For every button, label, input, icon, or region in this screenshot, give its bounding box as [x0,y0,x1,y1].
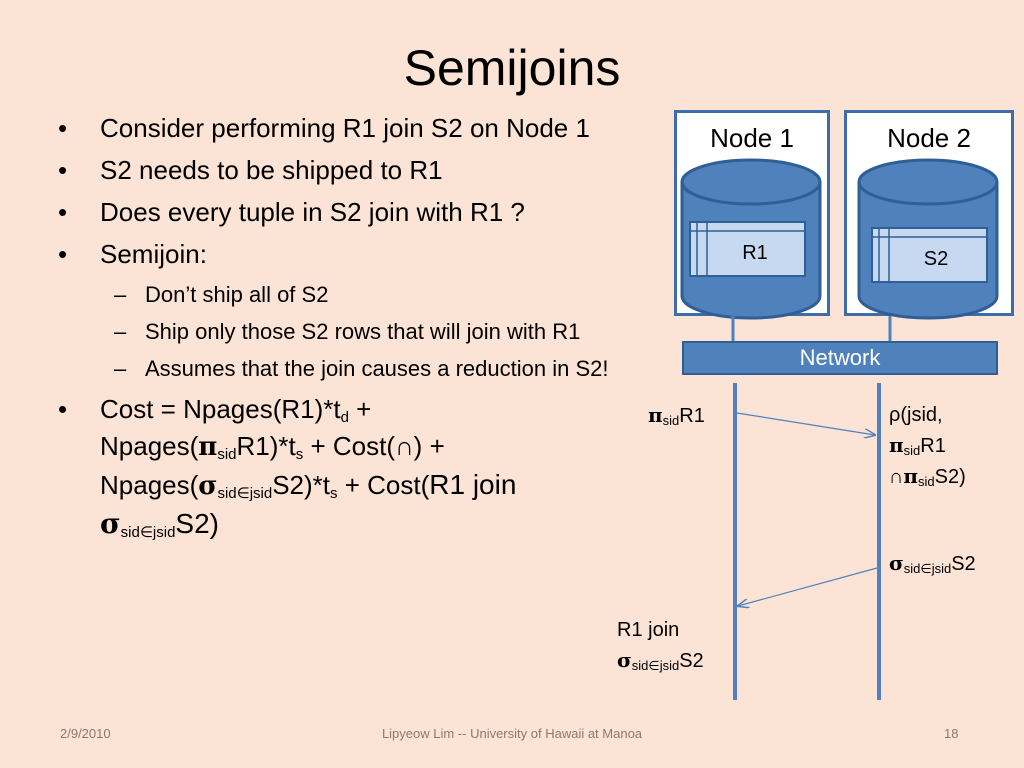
slide-title: Semijoins [403,40,621,96]
bullet-item: •Semijoin: [58,239,207,269]
bullet-item: •Consider performing R1 join S2 on Node … [58,113,590,143]
bullet-dot-icon: • [58,113,68,143]
dash-icon: – [114,282,127,307]
dash-icon: – [114,356,127,381]
footer-date: 2/9/2010 [60,726,111,741]
cost-line-4: σsid∈jsidS2) [100,507,219,541]
dash-icon: – [114,319,127,344]
node-1-label: Node 1 [710,123,794,153]
network-bar: Network [682,341,998,375]
table-s2-label: S2 [923,248,949,270]
cost-line-1: Cost = Npages(R1)*td + [100,394,372,426]
bullet-dot-icon: • [58,197,68,227]
footer-page-number: 18 [944,726,959,741]
arrow-to-node-1 [738,567,878,606]
sub-bullet-item: –Don’t ship all of S2 [58,280,633,310]
arrow-to-node-2 [736,412,875,435]
footer-author: Lipyeow Lim -- University of Hawaii at M… [381,726,643,741]
bullet-item: •Does every tuple in S2 join with R1 ? [58,197,525,227]
table-s2-icon [871,227,988,283]
message-projection: πsidR1 [648,403,705,428]
bullet-dot-icon: • [58,394,68,424]
cost-line-3: Npages(σsid∈jsidS2)*ts + Cost(R1 join [100,469,517,502]
message-selection: σsid∈jsidS2 [889,551,976,576]
node-2-label: Node 2 [887,123,971,153]
message-rename-intersect: ρ(jsid, πsidR1 ∩πsidS2) [889,404,966,489]
sub-bullet-item: –Ship only those S2 rows that will join … [58,317,633,347]
bullet-list: •Consider performing R1 join S2 on Node … [58,112,633,553]
bullet-dot-icon: • [58,239,68,269]
cost-formula: • Cost = Npages(R1)*td + Npages(πsidR1)*… [58,391,633,543]
table-r1-label: R1 [742,242,768,264]
table-r1-icon [689,221,806,277]
cost-line-2: Npages(πsidR1)*ts + Cost(∩) + [100,431,445,463]
bullet-dot-icon: • [58,155,68,185]
sub-bullet-item: –Assumes that the join causes a reductio… [58,354,633,384]
message-result-join: R1 join σsid∈jsidS2 [617,619,704,673]
bullet-item: •S2 needs to be shipped to R1 [58,155,443,185]
